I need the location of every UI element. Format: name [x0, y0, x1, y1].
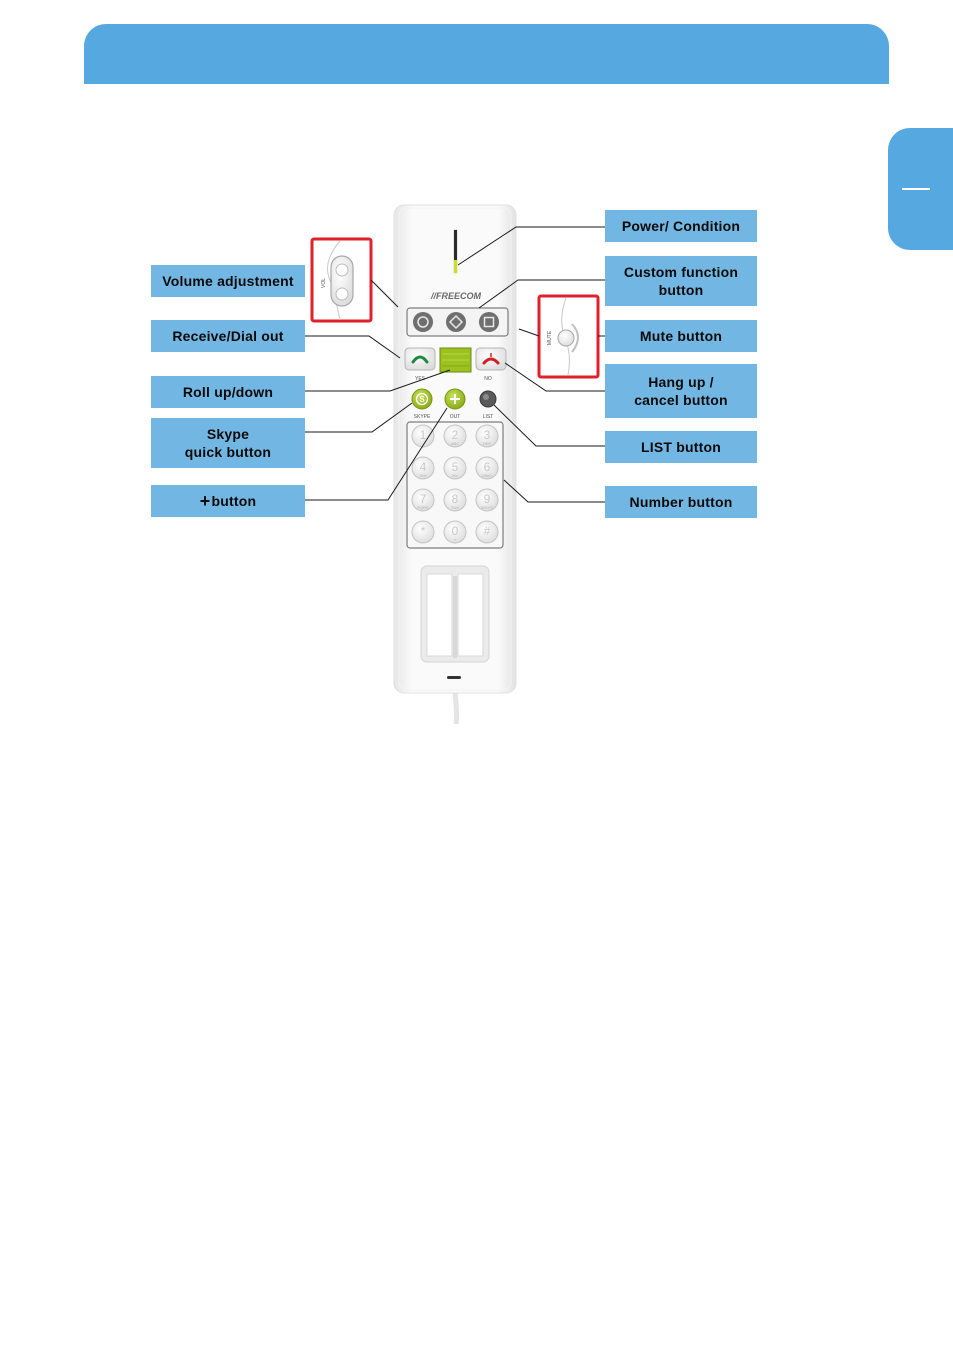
number-key-digit: 6 — [484, 460, 491, 474]
power-indicator-led — [454, 260, 457, 273]
number-key[interactable]: 0+ — [444, 521, 466, 543]
list-key-label: LIST — [483, 414, 494, 420]
number-key-digit: 0 — [452, 524, 459, 538]
mute-key-label: MUTE — [547, 330, 553, 345]
number-key-digit: 5 — [452, 460, 459, 474]
cable — [455, 690, 457, 724]
hang-up-cancel-button[interactable] — [476, 348, 506, 370]
number-key-digit: 3 — [484, 428, 491, 442]
number-key-letters: TUV — [451, 505, 459, 510]
number-key-letters: WXYZ — [481, 505, 493, 510]
number-key-digit: 8 — [452, 492, 459, 506]
mute-button-inset: MUTE — [539, 296, 598, 377]
volume-down-key[interactable] — [336, 288, 348, 300]
receive-dial-out-button[interactable] — [405, 348, 435, 370]
custom-button-square[interactable] — [479, 312, 499, 332]
skype-quick-button[interactable]: S — [412, 389, 432, 409]
plus-button[interactable] — [445, 389, 465, 409]
skype-icon: S — [419, 395, 425, 404]
cradle-left-panel — [427, 574, 452, 656]
brand-logo: //FREECOM — [430, 291, 482, 301]
number-key[interactable]: 1 — [412, 425, 434, 447]
number-key-letters: DEF — [483, 441, 492, 446]
leader-mute-left — [519, 329, 539, 336]
number-key-digit: 4 — [420, 460, 427, 474]
list-button[interactable] — [480, 391, 496, 407]
roll-up-down-wheel[interactable] — [440, 348, 471, 372]
no-key-label: NO — [484, 376, 492, 382]
volume-adjustment-inset: VOL — [312, 239, 371, 321]
power-indicator-dark — [454, 230, 457, 260]
number-key-digit: 7 — [420, 492, 427, 506]
volume-key-label: VOL — [321, 278, 327, 288]
number-key[interactable]: * — [412, 521, 434, 543]
number-key-letters: ABC — [451, 441, 459, 446]
skype-key-label: SKYPE — [414, 414, 431, 420]
number-key-digit: 9 — [484, 492, 491, 506]
custom-button-diamond[interactable] — [446, 312, 466, 332]
number-key-letters: GHI — [419, 473, 426, 478]
leader-number — [504, 480, 605, 502]
out-key-label: OUT — [450, 414, 461, 420]
number-key-letters: MNO — [482, 473, 491, 478]
number-key-digit: * — [421, 524, 426, 538]
number-key-digit: # — [484, 524, 491, 538]
number-key-digit: 2 — [452, 428, 459, 442]
number-key-digit: 1 — [420, 428, 427, 442]
volume-up-key[interactable] — [336, 264, 348, 276]
microphone-slot — [447, 676, 461, 679]
number-key-letters: JKL — [452, 473, 460, 478]
leader-receive — [305, 336, 400, 358]
custom-button-circle[interactable] — [413, 312, 433, 332]
number-key-letters: PQRS — [417, 505, 429, 510]
cradle-right-panel — [458, 574, 483, 656]
number-key[interactable]: # — [476, 521, 498, 543]
mute-key[interactable] — [558, 330, 574, 346]
